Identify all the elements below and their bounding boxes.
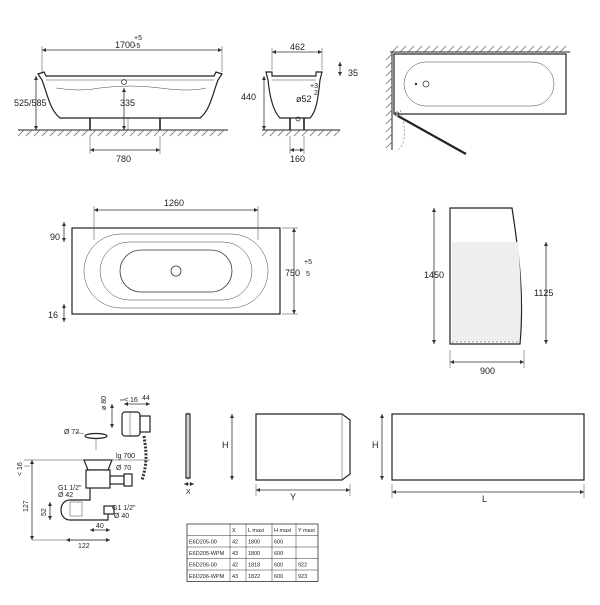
spec-table-header: Y maxi <box>298 528 315 534</box>
plug <box>84 432 108 440</box>
panel-side-view: X <box>184 412 194 496</box>
floor-hatch-side <box>261 129 341 137</box>
floor-hatch-front <box>17 129 225 137</box>
spec-table-cell: 42 <box>232 563 238 569</box>
waste-d44: 44 <box>142 395 150 402</box>
drain-body <box>85 469 111 489</box>
bathtub-front-body <box>37 71 223 119</box>
plan-view-with-screen <box>385 45 570 155</box>
side-tol-plus: +3 <box>310 83 318 90</box>
side-height: 440 <box>241 92 256 102</box>
top-end-offset: 90 <box>50 232 60 242</box>
spec-table-cell: 1800 <box>248 551 260 557</box>
side-tol-minus: 2 <box>314 90 318 97</box>
top-width-tol-minus: 5 <box>306 271 310 278</box>
waste-d80: ø 80 <box>101 396 108 410</box>
side-width: 462 <box>290 42 305 52</box>
overflow-cap <box>121 411 141 437</box>
waste-d40: Ø 40 <box>114 513 129 520</box>
waste-d72: Ø 72 <box>64 429 79 436</box>
waste-h52: 52 <box>41 508 48 516</box>
front-length-tol-plus: +5 <box>134 35 142 42</box>
plan-tub-basin <box>403 61 555 107</box>
top-tub-outline <box>71 227 281 315</box>
top-width: 750 <box>285 268 300 278</box>
front-view: 1700 +5 -5 525/585 335 780 <box>14 35 228 164</box>
panel-y-label: Y <box>290 492 296 502</box>
spec-table-cell: 43 <box>232 551 238 557</box>
waste-h127: 127 <box>23 500 30 512</box>
front-feet-spacing: 780 <box>116 154 131 164</box>
waste-w40: 40 <box>96 523 104 530</box>
screen-glass-area <box>452 242 521 342</box>
top-view: 1260 90 16 750 +5 5 <box>48 198 312 322</box>
waste-d70: Ø 70 <box>116 465 131 472</box>
waste-lg700: lg 700 <box>116 453 135 460</box>
spec-table-header: H maxi <box>274 528 291 534</box>
panel-h2-label: H <box>372 440 379 450</box>
front-length: 1700 <box>115 40 135 50</box>
panel-l-label: L <box>482 494 487 504</box>
side-foot-offset: 160 <box>290 154 305 164</box>
long-panel-view: H L <box>372 413 585 504</box>
bath-screen-line <box>397 115 467 155</box>
front-drain-height: 335 <box>120 98 135 108</box>
top-inner-length: 1260 <box>164 198 184 208</box>
waste-side16: < 16 <box>17 462 24 476</box>
spec-table-cell: E6D206-00 <box>189 563 217 569</box>
front-length-tol-minus: -5 <box>134 43 140 50</box>
top-tub-inner-basin <box>119 249 233 293</box>
top-tub-outer-basin <box>83 233 269 309</box>
spec-table-cell: 1822 <box>248 574 260 580</box>
top-side-offset: 16 <box>48 310 58 320</box>
spec-table-cell: 43 <box>232 574 238 580</box>
spec-table-header: X <box>232 528 236 534</box>
front-panel <box>255 413 351 481</box>
spec-table-cell: 42 <box>232 540 238 546</box>
spec-table-cell: 600 <box>274 540 283 546</box>
spec-table-cell: 922 <box>298 563 307 569</box>
plan-drain-icon <box>422 80 430 88</box>
spec-table-header: L maxi <box>248 528 264 534</box>
waste-g112: G1 1/2" <box>58 485 82 492</box>
spec-table-cell: E6D205-WPM <box>189 551 225 557</box>
bathtub-side-body <box>265 71 323 119</box>
front-height: 525/585 <box>14 98 47 108</box>
spec-table-cell: E6D206-WPM <box>189 574 225 580</box>
long-panel <box>391 413 585 481</box>
spec-table-cell: 600 <box>274 563 283 569</box>
side-rim: 35 <box>348 68 358 78</box>
spec-table-cell: 1818 <box>248 563 260 569</box>
screen-width: 900 <box>480 366 495 376</box>
screen-height: 1450 <box>424 270 444 280</box>
overflow-icon <box>121 79 127 85</box>
bath-screen-view: 1450 1125 900 <box>424 207 553 376</box>
top-width-tol-plus: +5 <box>304 259 312 266</box>
top-drain-icon <box>170 265 182 277</box>
spec-table-cell: 600 <box>274 551 283 557</box>
spec-table-cell: 1800 <box>248 540 260 546</box>
waste-d42: Ø 42 <box>58 492 73 499</box>
waste-g112b: G1 1/2" <box>112 505 136 512</box>
wall-hatch <box>385 45 567 149</box>
side-drain-dia: ø52 <box>296 94 312 104</box>
screen-glass-height: 1125 <box>534 288 553 298</box>
waste-w122: 122 <box>78 543 90 550</box>
spec-table-cell: 600 <box>274 574 283 580</box>
panel-h-label: H <box>222 440 229 450</box>
side-view: 462 440 35 +3 2 ø52 160 <box>241 42 358 164</box>
spec-table-cell: 923 <box>298 574 307 580</box>
waste-fitting-detail: ø 80 < 16 44 Ø 72 lg 700 Ø 70 G1 1/2" Ø … <box>17 395 151 550</box>
overflow-hose <box>140 435 148 481</box>
front-panel-view: H Y <box>222 413 351 502</box>
trap <box>60 488 109 521</box>
panel-x-label: X <box>186 489 191 496</box>
waste-lt16: < 16 <box>124 397 138 404</box>
spec-table-cell: E6D205-00 <box>189 540 217 546</box>
